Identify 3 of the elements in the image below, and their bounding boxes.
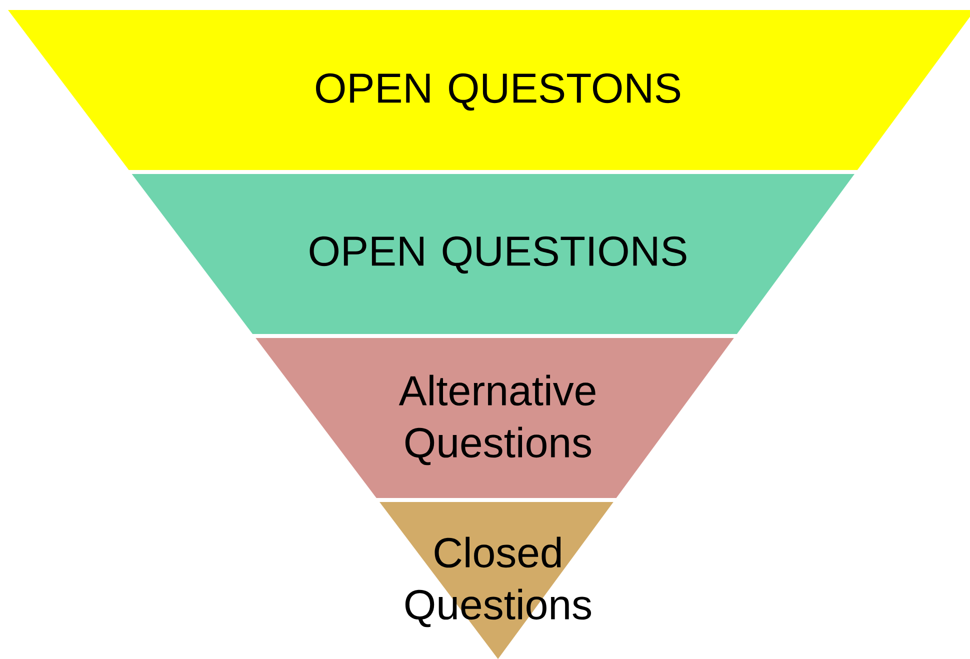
funnel-band: Alternative Questions [256, 338, 734, 498]
funnel-band: OPEN QUESTIONS [132, 174, 854, 334]
funnel-band: OPEN QUESTONS [8, 10, 970, 170]
